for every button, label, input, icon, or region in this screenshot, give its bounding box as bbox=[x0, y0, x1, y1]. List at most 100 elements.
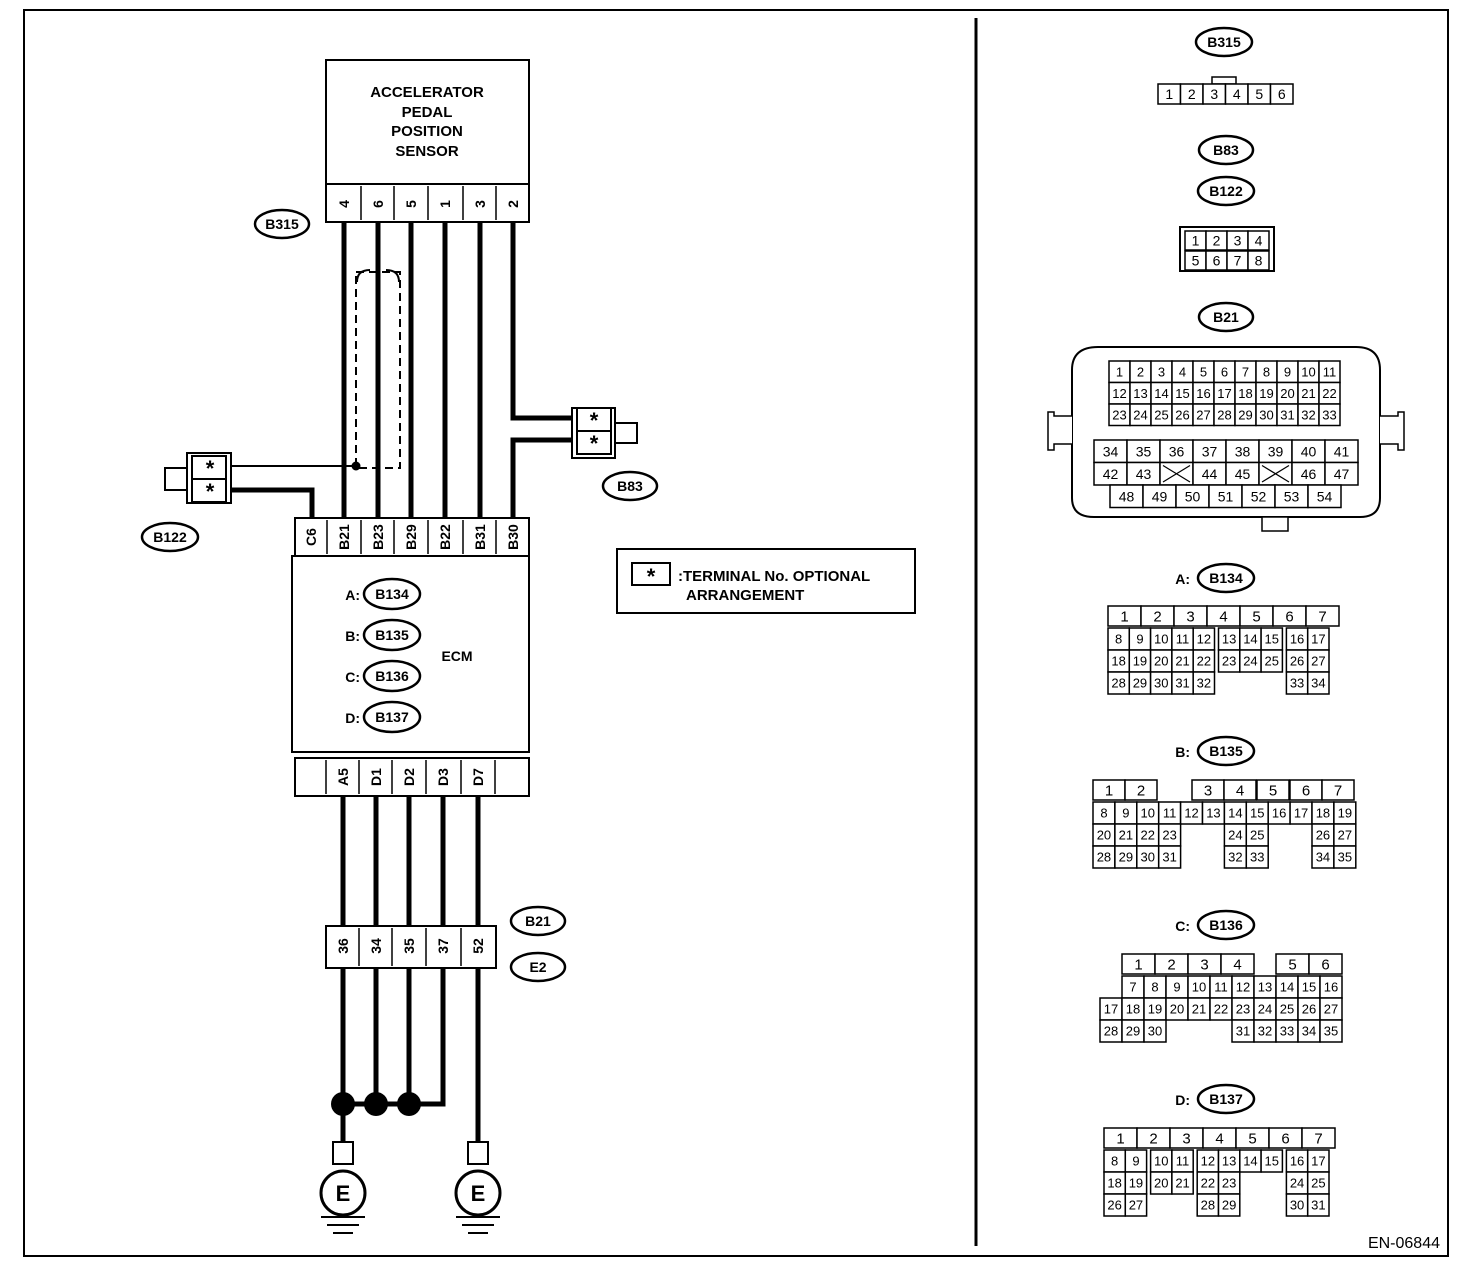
view-b135-pin-1: 1 bbox=[1105, 782, 1113, 799]
view-b21-pin-31: 31 bbox=[1280, 407, 1294, 422]
view-b136-pin-27: 27 bbox=[1324, 1002, 1338, 1017]
view-b21-pin-48: 48 bbox=[1119, 488, 1135, 504]
view-b21-pin-21: 21 bbox=[1301, 386, 1315, 401]
view-b135-pin-31: 31 bbox=[1162, 850, 1176, 865]
view-b21-pin-24: 24 bbox=[1133, 407, 1147, 422]
view-b136-pin-21: 21 bbox=[1192, 1002, 1206, 1017]
ecm-bottom-pin-d2: D2 bbox=[401, 768, 417, 786]
view-b137-prefix: D: bbox=[1175, 1092, 1190, 1108]
view-b136-pin-15: 15 bbox=[1302, 980, 1316, 995]
view-b137-pin-28: 28 bbox=[1201, 1198, 1215, 1213]
view-b135-prefix: B: bbox=[1175, 744, 1190, 760]
view-b21-pin-19: 19 bbox=[1259, 386, 1273, 401]
callout-b122-label: B122 bbox=[153, 529, 187, 545]
callout-e2-label: E2 bbox=[529, 959, 546, 975]
view-b137-pin-27: 27 bbox=[1129, 1198, 1143, 1213]
view-b135-pin-14: 14 bbox=[1228, 806, 1242, 821]
view-b21-pin-5: 5 bbox=[1200, 364, 1207, 379]
view-b135-pin-19: 19 bbox=[1338, 806, 1352, 821]
view-b21-pin-23: 23 bbox=[1112, 407, 1126, 422]
view-b137-pin-21-box bbox=[1171, 1171, 1194, 1195]
callout-b21-lower: B21 bbox=[509, 905, 567, 937]
view-b136-pin-19: 19 bbox=[1148, 1002, 1162, 1017]
view-b134-pin-1: 1 bbox=[1120, 608, 1128, 625]
view-b136-pin-30: 30 bbox=[1148, 1024, 1162, 1039]
view-b137-pin-14: 14 bbox=[1243, 1154, 1257, 1169]
view-b137-pin-7-box bbox=[1301, 1127, 1336, 1149]
view-b135-pin-20: 20 bbox=[1097, 828, 1111, 843]
ecm-top-pin-b30: B30 bbox=[505, 524, 521, 550]
diagram-frame bbox=[23, 9, 1449, 1257]
view-b137-pin-24: 24 bbox=[1290, 1176, 1304, 1191]
view-b315-pin-6-box bbox=[1269, 83, 1294, 105]
view-b137-pin-15-box bbox=[1260, 1149, 1284, 1173]
view-b83-pin-8: 8 bbox=[1255, 253, 1263, 269]
view-b134-pin-22: 22 bbox=[1197, 654, 1211, 669]
view-b136-pin-35: 35 bbox=[1324, 1024, 1338, 1039]
view-b134-pin-12: 12 bbox=[1197, 632, 1211, 647]
view-b122-id: B122 bbox=[1209, 183, 1243, 199]
view-b21-pin-32: 32 bbox=[1301, 407, 1315, 422]
view-b134-pin-7: 7 bbox=[1318, 608, 1326, 625]
ecm-top-pin-c6: C6 bbox=[303, 528, 319, 546]
view-b21-pin-42: 42 bbox=[1103, 466, 1119, 482]
view-b21-pin-25: 25 bbox=[1154, 407, 1168, 422]
view-b136-pin-9: 9 bbox=[1173, 980, 1180, 995]
view-b135-pin-6: 6 bbox=[1302, 782, 1310, 799]
view-b136-pin-16: 16 bbox=[1324, 980, 1338, 995]
view-b21-pin-36: 36 bbox=[1169, 443, 1185, 459]
ecm-bottom-pin-strip bbox=[294, 757, 530, 797]
ecm-bottom-pin-d3: D3 bbox=[435, 768, 451, 786]
view-b134-pin-21: 21 bbox=[1175, 654, 1189, 669]
ecm-connector-b-prefix: B: bbox=[345, 628, 360, 644]
view-b134-pin-32: 32 bbox=[1197, 676, 1211, 691]
b83-pin-2: * bbox=[590, 431, 599, 456]
ecm-bottom-pin-d7: D7 bbox=[470, 768, 486, 786]
view-b135-pin-13: 13 bbox=[1206, 806, 1220, 821]
view-b134-pin-9: 9 bbox=[1136, 632, 1143, 647]
view-b136-pin-12: 12 bbox=[1236, 980, 1250, 995]
ground-left-label: E bbox=[336, 1181, 351, 1206]
view-b134-pin-2: 2 bbox=[1153, 608, 1161, 625]
view-b134-pin-13: 13 bbox=[1222, 632, 1236, 647]
view-b21-pin-39: 39 bbox=[1268, 443, 1284, 459]
view-b134-pin-29: 29 bbox=[1133, 676, 1147, 691]
view-b315-pin-4: 4 bbox=[1233, 86, 1241, 102]
view-b135-pin-9: 9 bbox=[1122, 806, 1129, 821]
view-b83-id: B83 bbox=[1213, 142, 1239, 158]
view-b137-pin-30: 30 bbox=[1290, 1198, 1304, 1213]
view-b137-id: B137 bbox=[1209, 1091, 1243, 1107]
ecm-top-pin-b31: B31 bbox=[472, 524, 488, 550]
view-b137-pin-5: 5 bbox=[1248, 1130, 1256, 1147]
view-b137-pin-25: 25 bbox=[1311, 1176, 1325, 1191]
view-b135-pin-33: 33 bbox=[1250, 850, 1264, 865]
view-b135-pin-24: 24 bbox=[1228, 828, 1242, 843]
view-b135-pin-11: 11 bbox=[1163, 806, 1177, 821]
view-b135-pin-16: 16 bbox=[1272, 806, 1286, 821]
view-b134-pin-33: 33 bbox=[1290, 676, 1304, 691]
view-b21-pin-54: 54 bbox=[1317, 488, 1333, 504]
view-b21-pin-20: 20 bbox=[1280, 386, 1294, 401]
view-b136-pin-30-box bbox=[1143, 1019, 1167, 1043]
view-b315-pin-1: 1 bbox=[1165, 86, 1173, 102]
view-b134-pin-19: 19 bbox=[1133, 654, 1147, 669]
lower-pin-52: 52 bbox=[470, 938, 486, 954]
view-b21-pin-6: 6 bbox=[1221, 364, 1228, 379]
ecm-top-pin-b23: B23 bbox=[370, 524, 386, 550]
view-b134-pin-14: 14 bbox=[1243, 632, 1257, 647]
view-b137-pin-29-box bbox=[1217, 1193, 1241, 1217]
ground-symbol-right: E bbox=[454, 1141, 502, 1234]
view-b135-pin-7-box bbox=[1321, 779, 1355, 801]
view-b137-pin-15: 15 bbox=[1265, 1154, 1279, 1169]
ecm-top-pin-b22: B22 bbox=[437, 524, 453, 550]
view-b135-pin-2: 2 bbox=[1137, 782, 1145, 799]
lower-pin-34: 34 bbox=[368, 938, 384, 954]
